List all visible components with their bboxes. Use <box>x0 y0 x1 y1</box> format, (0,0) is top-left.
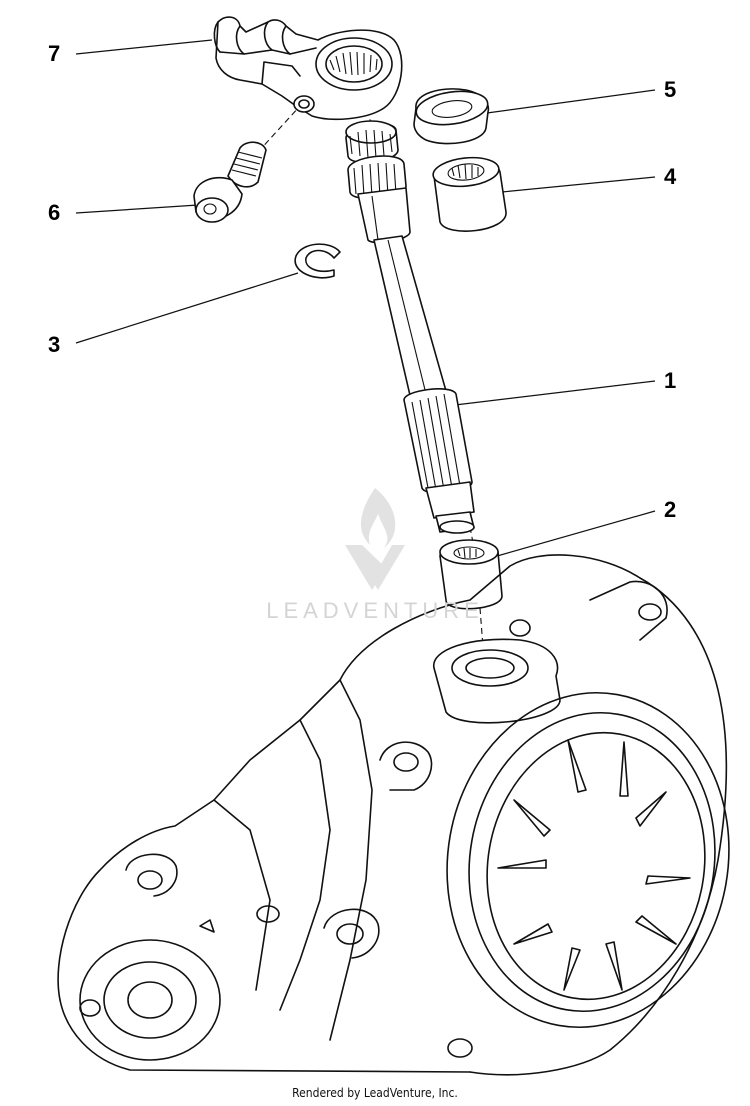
part-5-collar <box>413 88 490 145</box>
part-6-flanged-bolt <box>193 141 267 223</box>
callout-2[interactable]: 2 <box>664 497 677 522</box>
part-4-splined-sleeve <box>432 156 507 232</box>
callout-7[interactable]: 7 <box>48 41 61 66</box>
callout-4[interactable]: 4 <box>664 164 677 189</box>
watermark-text: LEADVENTURE <box>266 598 484 623</box>
footer-credit: Rendered by LeadVenture, Inc. <box>292 1086 458 1100</box>
watermark-logo-icon <box>345 488 405 590</box>
callout-5[interactable]: 5 <box>664 77 677 102</box>
gearbox-housing <box>57 554 730 1076</box>
callout-3[interactable]: 3 <box>48 332 61 357</box>
part-7-shift-arm <box>213 16 403 121</box>
part-3-circlip <box>294 243 341 279</box>
part-1-shaft <box>345 120 475 534</box>
part-2-splined-coupler <box>439 539 503 610</box>
callout-6[interactable]: 6 <box>48 200 61 225</box>
leader-lines <box>75 39 656 559</box>
callout-1[interactable]: 1 <box>664 368 677 393</box>
